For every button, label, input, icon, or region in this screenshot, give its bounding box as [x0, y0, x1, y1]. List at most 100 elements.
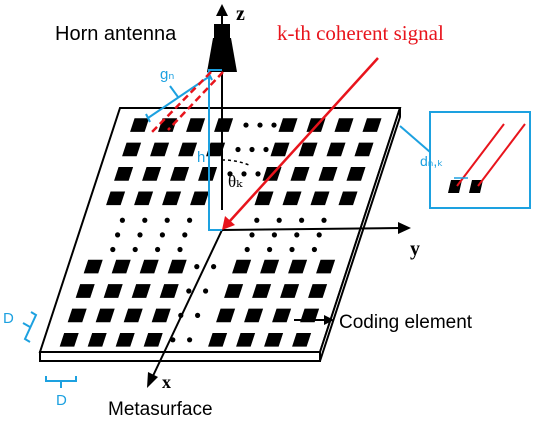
- coding-element-icon: [354, 142, 374, 157]
- d-bottom-bracket: [45, 376, 77, 388]
- dot-icon: [244, 246, 250, 253]
- dot-icon: [159, 232, 165, 238]
- coding-element-icon: [270, 142, 290, 157]
- coding-element-icon: [123, 308, 143, 323]
- dot-icon: [249, 146, 255, 153]
- dot-icon: [186, 288, 192, 294]
- metasurface-board-front-edge: [39, 351, 321, 362]
- dot-icon: [299, 217, 305, 223]
- coding-element-icon: [186, 118, 206, 132]
- coding-element-icon: [310, 191, 330, 206]
- coding-element-icon: [131, 284, 151, 298]
- coding-element-pointer-arrowhead: [324, 315, 334, 325]
- z-axis-arrowhead: [216, 4, 228, 16]
- dot-icon: [257, 122, 263, 128]
- coding-element-icon: [308, 284, 328, 298]
- coding-elements-group: [59, 118, 382, 347]
- coding-element-icon: [216, 308, 236, 323]
- dot-icon: [194, 264, 200, 270]
- coding-element-icon: [59, 332, 79, 347]
- signal-ray: [228, 57, 379, 223]
- dot-icon: [271, 232, 277, 238]
- coding-element-icon: [67, 308, 87, 323]
- coding-element-icon: [282, 191, 302, 206]
- dot-icon: [254, 217, 260, 223]
- coding-element-icon: [159, 284, 179, 298]
- theta-k-label: θₖ: [228, 172, 243, 191]
- dot-icon: [187, 217, 193, 223]
- coding-element-icon: [346, 167, 366, 181]
- coding-element-icon: [95, 308, 115, 323]
- metasurface-label: Metasurface: [108, 399, 213, 420]
- dot-icon: [195, 312, 201, 318]
- feed-beam: [167, 71, 224, 131]
- coding-element-icon: [244, 308, 264, 323]
- signal-label: k-th coherent signal: [277, 21, 444, 45]
- coding-element-icon: [143, 332, 163, 347]
- feed-beam: [151, 71, 212, 133]
- dot-icon: [203, 288, 209, 294]
- dot-icon: [255, 171, 261, 177]
- y-axis-line: [221, 227, 401, 231]
- coding-element-icon: [83, 259, 103, 274]
- z-axis-label: z: [236, 3, 245, 25]
- y-axis-arrowhead: [398, 222, 411, 234]
- coding-element-icon: [260, 259, 280, 274]
- dot-icon: [311, 246, 317, 253]
- coding-element-icon: [178, 142, 198, 157]
- dot-icon: [211, 264, 217, 270]
- coding-element-icon: [190, 191, 210, 206]
- dot-icon: [271, 122, 277, 128]
- dot-icon: [142, 217, 148, 223]
- coding-element-icon: [326, 142, 346, 157]
- coding-element-icon: [334, 118, 354, 132]
- coding-element-icon: [114, 167, 134, 181]
- metasurface-board-side-edge: [319, 107, 401, 362]
- x-axis-arrowhead: [147, 372, 158, 388]
- coding-element-icon: [264, 332, 284, 347]
- dot-icon: [267, 246, 273, 253]
- dot-icon: [227, 171, 233, 177]
- dot-icon: [182, 232, 188, 238]
- zoom-inset: [399, 111, 531, 209]
- coding-element-icon: [362, 118, 382, 132]
- coding-element-icon: [103, 284, 123, 298]
- coding-element-icon: [87, 332, 107, 347]
- coding-element-icon: [224, 284, 244, 298]
- dot-icon: [119, 217, 125, 223]
- coding-element-icon: [206, 142, 226, 157]
- coding-element-icon: [130, 118, 150, 132]
- coding-element-icon: [278, 118, 298, 132]
- dot-icon: [289, 246, 295, 253]
- dot-icon: [187, 337, 193, 343]
- coding-element-icon: [115, 332, 135, 347]
- coding-element-icon: [75, 284, 95, 298]
- coding-element-icon: [106, 191, 126, 206]
- dot-icon: [294, 232, 300, 238]
- dot-icon: [316, 232, 322, 238]
- coding-element-icon: [300, 308, 320, 323]
- d-left-label: D: [3, 310, 14, 327]
- coding-element-icon: [134, 191, 154, 206]
- coding-element-icon: [198, 167, 218, 181]
- coding-element-icon: [208, 332, 228, 347]
- dot-icon: [321, 217, 327, 223]
- x-axis-line: [151, 229, 223, 379]
- coding-element-icon: [254, 191, 274, 206]
- dot-icon: [235, 146, 241, 153]
- d-bottom-label: D: [56, 392, 67, 409]
- coding-element-icon: [142, 167, 162, 181]
- dot-icon: [110, 246, 116, 253]
- y-axis-label: y: [410, 238, 420, 260]
- coding-element-icon: [122, 142, 142, 157]
- dnk-label: dₙ,ₖ: [420, 153, 443, 169]
- coding-element-icon: [318, 167, 338, 181]
- coding-element-icon: [150, 142, 170, 157]
- coding-element-icon: [162, 191, 182, 206]
- dot-icon: [243, 122, 249, 128]
- dot-icon: [137, 232, 143, 238]
- coding-element-icon: [232, 259, 252, 274]
- coding-element-icon: [236, 332, 256, 347]
- signal-ray-arrowhead: [222, 216, 235, 230]
